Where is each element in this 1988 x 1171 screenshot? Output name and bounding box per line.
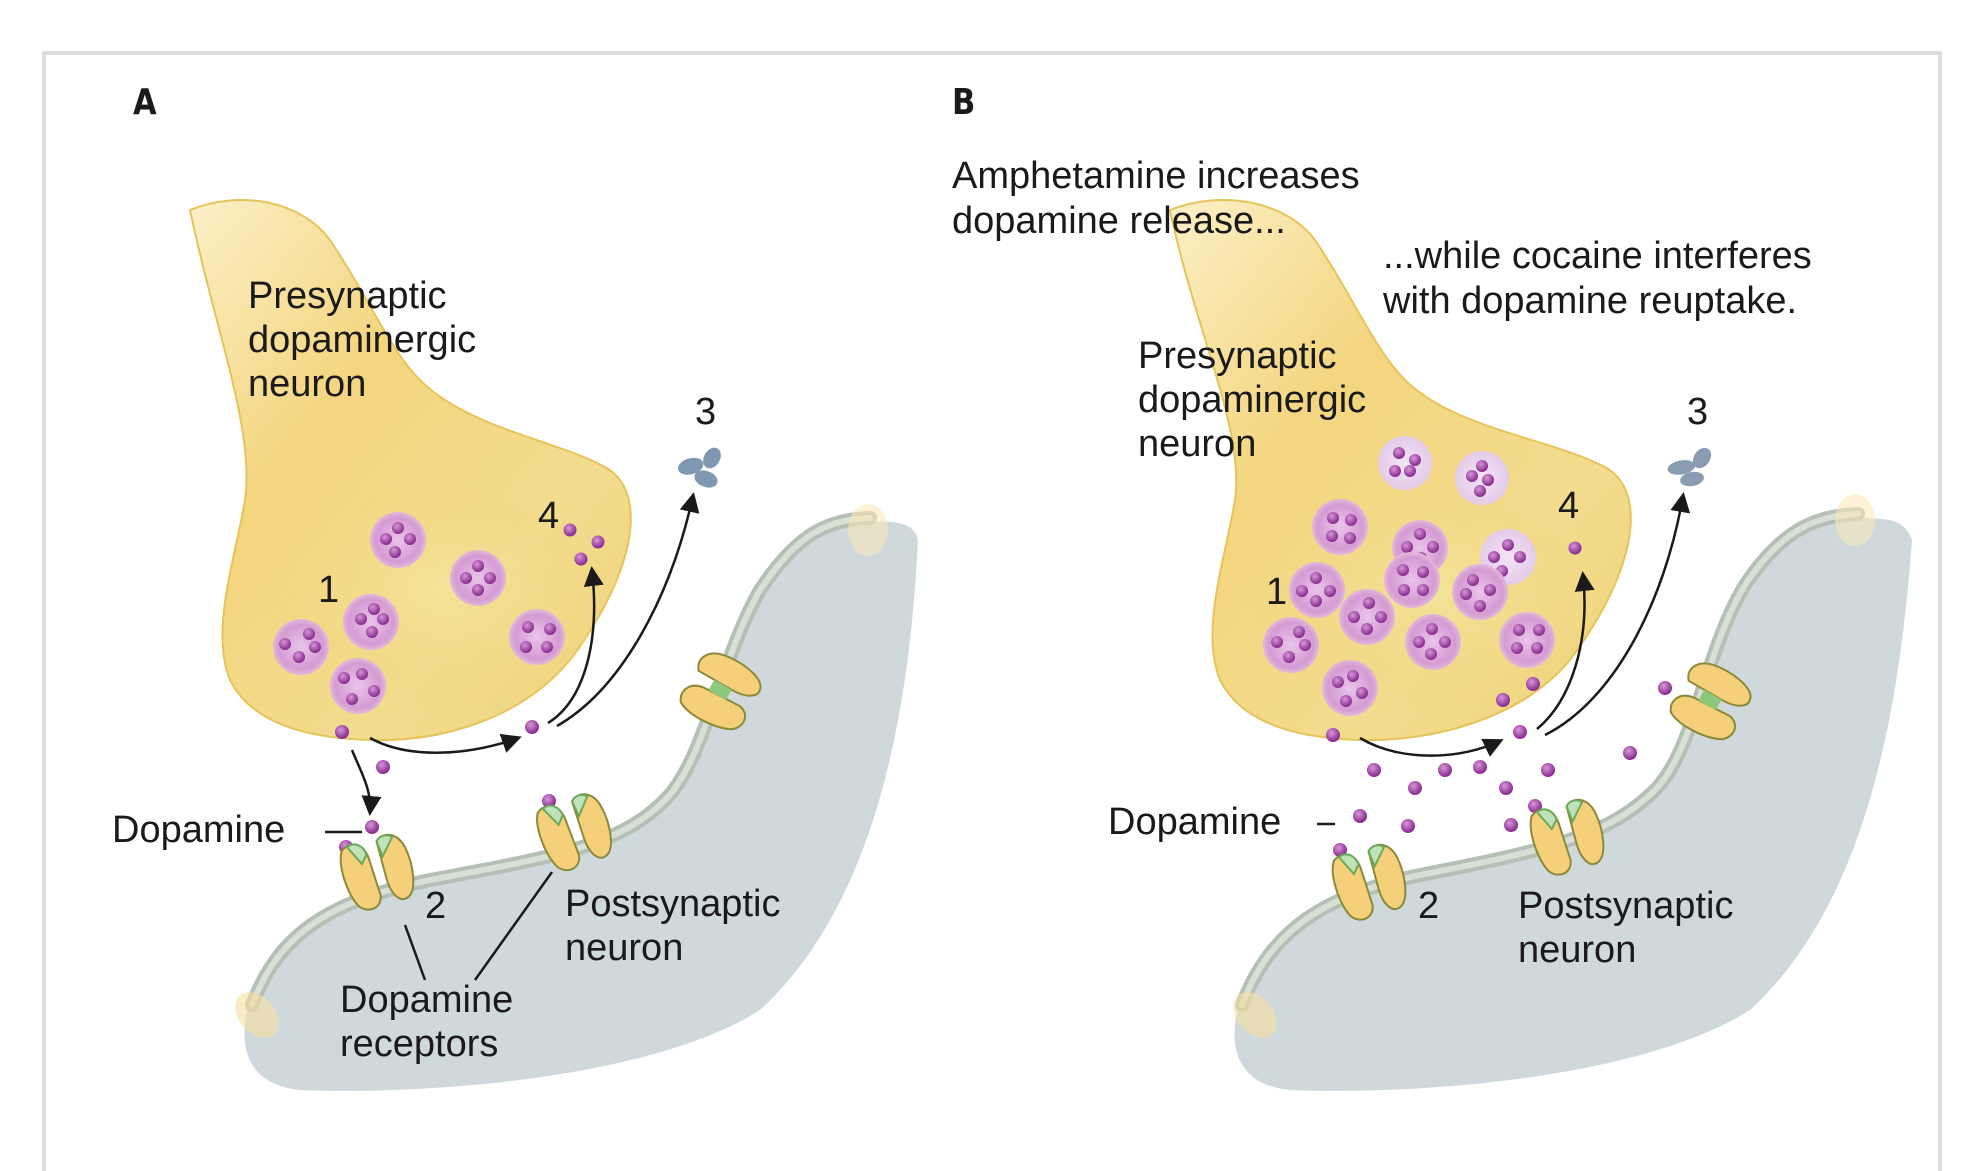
step-4-label-b: 4 — [1558, 485, 1580, 527]
receptor-leader-line — [403, 924, 427, 981]
dopamine-label-a: Dopamine — [112, 809, 286, 851]
panel-b-art — [1168, 199, 1912, 1091]
step-2-label-b: 2 — [1418, 885, 1440, 927]
enzyme-icon-b — [1667, 447, 1712, 487]
step-3-label-a: 3 — [695, 391, 717, 433]
release-arrow — [1359, 736, 1504, 757]
vesicle — [450, 550, 506, 606]
receptor — [339, 833, 415, 911]
postsynaptic-neuron-label-b: Postsynaptic neuron — [1518, 885, 1734, 971]
receptor — [1529, 798, 1605, 876]
dopamine-label-b: Dopamine — [1108, 801, 1282, 843]
vesicle — [509, 609, 565, 665]
dopamine-molecule — [335, 725, 349, 739]
degradation-arrow — [1544, 492, 1691, 737]
vesicle — [1312, 499, 1368, 555]
dopamine-molecule — [525, 720, 539, 734]
receptor — [1669, 662, 1752, 741]
panel-a-art — [188, 199, 918, 1091]
presynaptic-neuron-label-a: Presynaptic dopaminergic neuron — [248, 275, 477, 405]
enzyme-icon-a — [677, 447, 721, 488]
step-2-label-a: 2 — [425, 885, 447, 927]
release-arrow — [350, 749, 382, 816]
dopamine-molecule — [365, 820, 379, 834]
vesicle — [1405, 614, 1461, 670]
vesicle — [1263, 617, 1319, 673]
panel-label-a: A — [133, 82, 157, 123]
dopamine-cloud-b — [1326, 541, 1672, 857]
vesicle — [1322, 660, 1378, 716]
step-3-label-b: 3 — [1687, 391, 1709, 433]
dopamine-receptors-label: Dopamine receptors — [340, 979, 514, 1065]
cocaine-caption: ...while cocaine interferes with dopamin… — [1383, 235, 1812, 322]
step-4-label-a: 4 — [538, 495, 560, 537]
dopamine-molecule — [574, 552, 588, 566]
vesicle-pale — [1378, 436, 1432, 490]
receptor-faded — [1835, 494, 1875, 546]
vesicle — [273, 619, 329, 675]
vesicle — [1339, 589, 1395, 645]
vesicles-b — [1263, 436, 1555, 716]
dopamine-molecule — [376, 760, 390, 774]
vesicle — [1384, 552, 1440, 608]
vesicle-pale — [1455, 451, 1509, 505]
dopamine-molecule — [542, 794, 556, 808]
receptor-leader-line — [473, 871, 554, 981]
vesicle — [1289, 562, 1345, 618]
receptor — [1331, 843, 1407, 921]
vesicle — [330, 658, 386, 714]
vesicle — [1452, 564, 1508, 620]
vesicle — [343, 594, 399, 650]
receptor — [536, 793, 612, 872]
receptor — [679, 652, 762, 731]
amphetamine-caption: Amphetamine increases dopamine release..… — [952, 155, 1360, 242]
postsynaptic-neuron-label-a: Postsynaptic neuron — [565, 883, 781, 969]
presynaptic-neuron-label-b: Presynaptic dopaminergic neuron — [1138, 335, 1367, 465]
postsynaptic-neuron-body-b — [1234, 518, 1912, 1091]
synapse-illustration — [188, 199, 1912, 1091]
panel-label-b: B — [952, 82, 976, 123]
vesicle — [370, 512, 426, 568]
receptor-faded — [848, 504, 888, 556]
receptor-faded — [235, 991, 279, 1039]
reuptake-arrow — [547, 566, 604, 725]
reuptake-arrow — [1536, 571, 1595, 730]
step-1-label-a: 1 — [318, 569, 340, 611]
vesicle — [1499, 612, 1555, 668]
diffusion-arrow — [369, 733, 522, 754]
step-1-label-b: 1 — [1266, 571, 1288, 613]
degradation-arrow — [556, 492, 700, 728]
dopamine-molecule — [591, 535, 605, 549]
dopamine-molecule — [563, 523, 577, 537]
vesicles-a — [273, 512, 565, 714]
receptor-faded — [1233, 991, 1277, 1039]
